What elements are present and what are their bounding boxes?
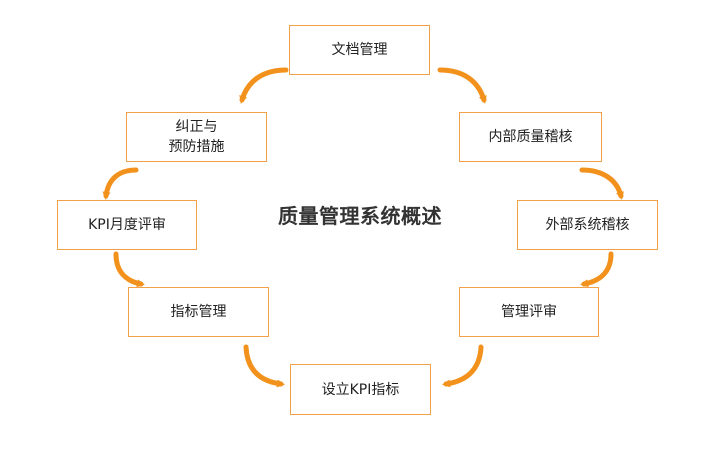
node-label: 内部质量稽核 xyxy=(488,129,573,145)
arrow-doc-to-internal xyxy=(437,67,487,104)
arrow-external-to-review xyxy=(580,251,614,288)
node-management-review: 管理评审 xyxy=(459,287,599,337)
node-label: 纠正与 预防措施 xyxy=(168,119,225,155)
node-kpi-monthly-review: KPI月度评审 xyxy=(57,200,197,250)
node-indicator-management: 指标管理 xyxy=(128,287,269,337)
arrow-kpi-review-to-indicator xyxy=(113,251,145,288)
arrow-indicator-to-kpi xyxy=(243,344,285,388)
arrow-doc-to-corrective xyxy=(239,67,289,104)
arrow-review-to-kpi xyxy=(442,344,484,388)
node-label: 管理评审 xyxy=(501,304,557,320)
node-label: 文档管理 xyxy=(331,42,388,58)
node-label: KPI月度评审 xyxy=(88,217,166,233)
node-label: 设立KPI指标 xyxy=(321,381,400,398)
node-corrective-action: 纠正与 预防措施 xyxy=(126,112,267,162)
node-internal-audit: 内部质量稽核 xyxy=(459,112,602,162)
arrow-corrective-to-kpi-review xyxy=(102,167,139,200)
arrow-internal-to-external xyxy=(579,167,624,200)
node-label: 外部系统稽核 xyxy=(545,217,630,233)
node-document-management: 文档管理 xyxy=(289,25,430,75)
diagram-title: 质量管理系统概述 xyxy=(278,204,442,228)
node-set-kpi: 设立KPI指标 xyxy=(290,364,431,415)
node-label: 指标管理 xyxy=(170,304,227,320)
node-external-audit: 外部系统稽核 xyxy=(517,200,658,250)
